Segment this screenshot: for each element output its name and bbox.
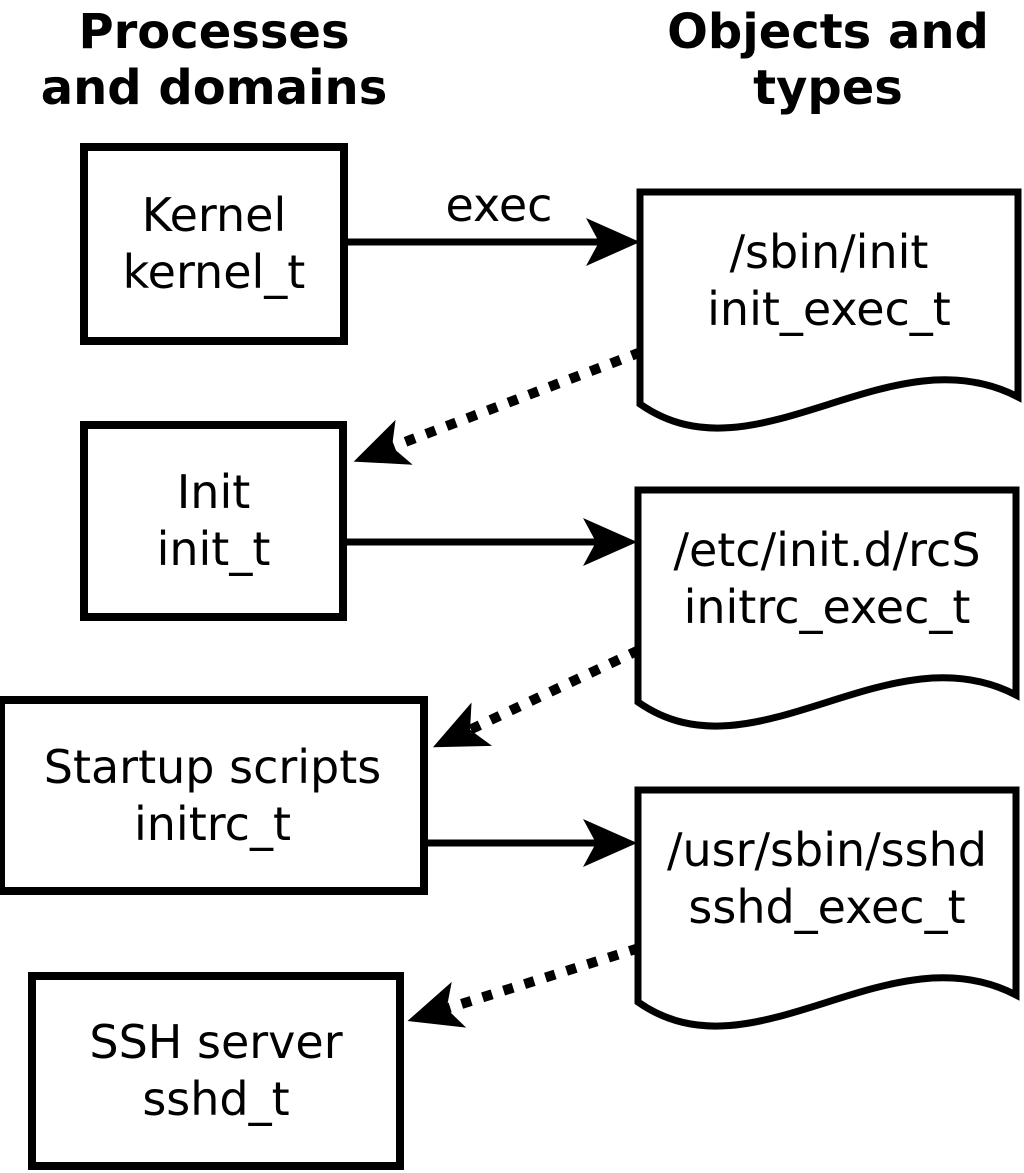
header-line: Processes bbox=[78, 4, 350, 60]
process-domain: sshd_t bbox=[142, 1072, 290, 1126]
process-name: SSH server bbox=[89, 1015, 343, 1069]
object-path: /sbin/init bbox=[729, 225, 929, 279]
exec-arrow-label: exec bbox=[445, 178, 553, 232]
process-domain: kernel_t bbox=[122, 245, 306, 299]
header-line: and domains bbox=[40, 60, 388, 116]
process-name: Init bbox=[176, 465, 251, 519]
header-line: types bbox=[753, 60, 903, 116]
transition-arrow-initrc-exec-to-initrc-t bbox=[432, 645, 642, 748]
document-shape-sbin-init bbox=[636, 188, 1022, 432]
process-domain: initrc_t bbox=[134, 796, 291, 851]
object-type: initrc_exec_t bbox=[683, 580, 971, 634]
column-header-objects: Objects and types bbox=[628, 4, 1024, 116]
transition-arrow-sshd-exec-to-sshd-t bbox=[407, 943, 641, 1028]
object-type: sshd_exec_t bbox=[688, 880, 966, 934]
process-name: Startup scripts bbox=[43, 739, 382, 794]
column-header-processes: Processes and domains bbox=[14, 4, 414, 116]
object-path: /etc/init.d/rcS bbox=[673, 523, 981, 577]
document-label-usr-sbin-sshd: /usr/sbin/sshd sshd_exec_t bbox=[638, 822, 1016, 936]
document-shape-usr-sbin-sshd bbox=[634, 786, 1020, 1030]
object-path: /usr/sbin/sshd bbox=[667, 823, 987, 877]
transition-arrow-init-exec-to-init-t bbox=[353, 347, 643, 465]
document-shape-etc-initd-rcs bbox=[634, 486, 1020, 730]
process-domain: init_t bbox=[156, 522, 271, 576]
process-name: Kernel bbox=[141, 188, 287, 242]
process-box-startup-scripts: Startup scripts initrc_t bbox=[0, 696, 428, 895]
process-box-kernel: Kernel kernel_t bbox=[80, 143, 348, 345]
document-label-sbin-init: /sbin/init init_exec_t bbox=[640, 224, 1018, 338]
document-label-etc-initd-rcs: /etc/init.d/rcS initrc_exec_t bbox=[638, 522, 1016, 636]
process-box-init: Init init_t bbox=[80, 421, 347, 621]
object-type: init_exec_t bbox=[707, 282, 951, 336]
header-line: Objects and bbox=[667, 4, 989, 60]
process-box-ssh-server: SSH server sshd_t bbox=[28, 972, 404, 1170]
